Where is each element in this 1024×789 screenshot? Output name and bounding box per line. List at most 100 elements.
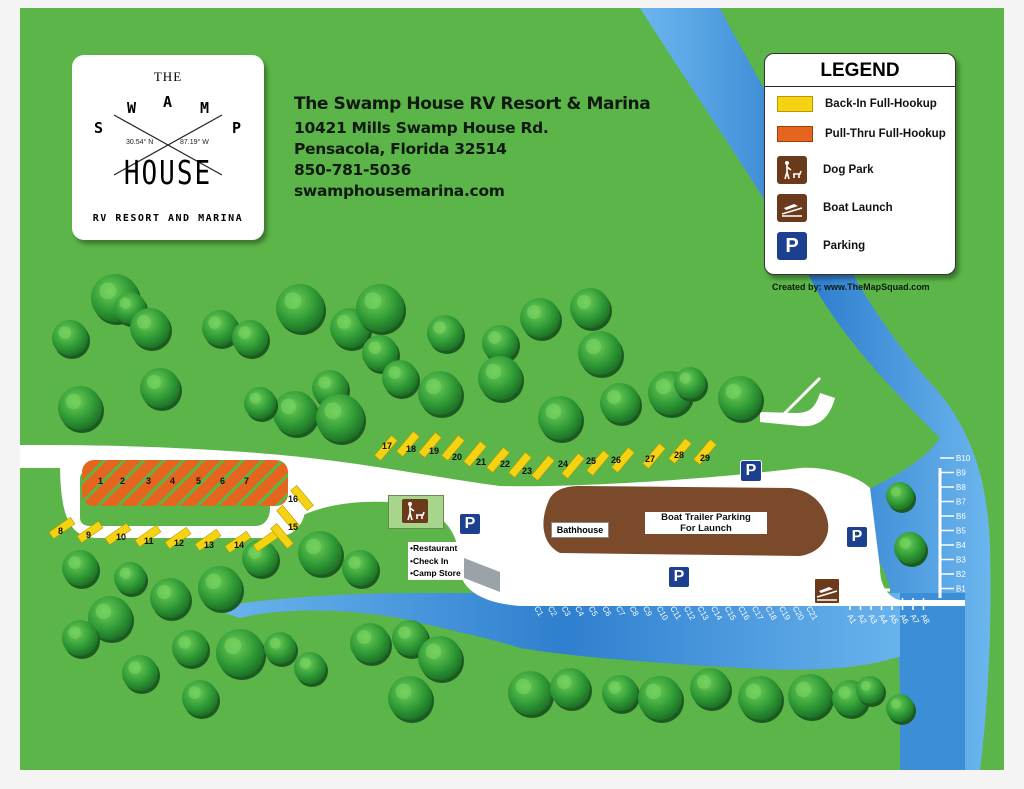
tree [856,676,884,704]
tree [578,331,622,375]
logo-letter-m: M [200,99,210,117]
tree-highlight [348,556,361,569]
tree [418,371,462,415]
legend-item-dog-park: Dog Park [777,156,874,184]
tree-highlight [119,567,131,579]
tree [600,383,640,423]
back-in-site-label: 28 [674,450,684,460]
tree-highlight [388,366,401,379]
tree [788,674,832,718]
logo-subtitle: RV RESORT AND MARINA [92,213,244,224]
tree-highlight [269,637,281,649]
back-in-site-label: 21 [476,457,486,467]
tree [232,320,268,356]
tree-highlight [899,537,911,549]
tree [172,630,208,666]
map-credit[interactable]: Created by: www.TheMapSquad.com [772,282,930,292]
back-in-site [48,516,76,540]
parking-sign-office: P [459,513,481,535]
back-in-site [642,443,666,469]
slip-label: B6 [956,512,966,521]
marina-basin [210,593,920,670]
back-in-site-label: 29 [700,453,710,463]
tree [198,566,242,610]
tree-highlight [68,626,81,639]
tree [382,360,418,396]
tree-highlight [890,486,901,497]
back-in-site-label: 23 [522,466,532,476]
logo-letter-w: W [127,99,137,117]
back-in-site-label: 24 [558,459,568,469]
pull-thru-area [82,460,288,506]
tree [570,288,610,328]
legend-label: Back-In Full-Hookup [825,98,937,110]
tree-highlight [488,331,501,344]
tree-highlight [838,686,851,699]
back-in-site [418,432,442,458]
slip-label: B2 [956,570,966,579]
back-in-site [611,447,635,473]
tree-highlight [608,681,621,694]
back-in-sites [48,431,717,554]
back-in-site [441,435,465,461]
tree-highlight [128,661,141,674]
tree-highlight [299,657,311,669]
tree-highlight [395,683,412,700]
back-in-site-label: 10 [116,532,126,542]
tree [298,531,342,575]
legend-label: Boat Launch [823,202,893,214]
tree [690,668,730,708]
restaurant-line: •Restaurant [410,543,458,553]
back-in-site [531,455,555,481]
legend-title: LEGEND [820,60,900,81]
back-in-site [586,450,610,476]
tree-highlight [318,376,331,389]
tree [182,680,218,716]
boat-launch-icon [814,578,840,604]
tree-highlight [95,603,112,620]
tree-highlight [795,681,812,698]
resort-website[interactable]: swamphousemarina.com [294,182,505,200]
tree-highlight [425,643,442,660]
back-in-site [76,520,104,544]
back-in-site [486,447,510,473]
tree-highlight [425,378,442,395]
back-in-site-label: 20 [452,452,462,462]
dog-walker-icon [777,156,807,184]
tree-highlight [249,392,261,404]
back-in-site [374,435,398,461]
back-in-site [224,530,252,554]
bathhouse-label: Bathhouse [551,522,609,538]
tree [264,632,296,664]
tree [114,562,146,594]
slip-label: A6 [898,613,911,626]
legend-item-back-in: Back-In Full-Hookup [777,90,937,118]
slip-label: B4 [956,541,966,550]
back-in-site-label: 15 [288,522,298,532]
tree [718,376,762,420]
tree-highlight [205,573,222,590]
tree-highlight [68,556,81,569]
logo-house: HOUSE [123,155,213,193]
back-in-site-label: 18 [406,444,416,454]
back-in-site [276,505,300,531]
slip-label: B3 [956,556,966,565]
back-in-site-label: 26 [611,455,621,465]
tree [130,308,170,348]
tree-highlight [337,315,351,329]
slip-label: B10 [956,454,971,463]
tree-highlight [178,636,191,649]
back-in-site-label: 8 [58,526,63,536]
tree [273,391,317,435]
back-in-site [508,452,532,478]
tree [356,284,404,332]
slip-ticks [537,457,954,610]
resort-phone[interactable]: 850-781-5036 [294,161,412,179]
tree-highlight [119,297,131,309]
tree [276,284,324,332]
parking-sign-south: P [668,566,690,588]
pull-thru-site-label: 2 [120,476,125,486]
back-in-site-label: 22 [500,459,510,469]
tree-highlight [368,341,381,354]
